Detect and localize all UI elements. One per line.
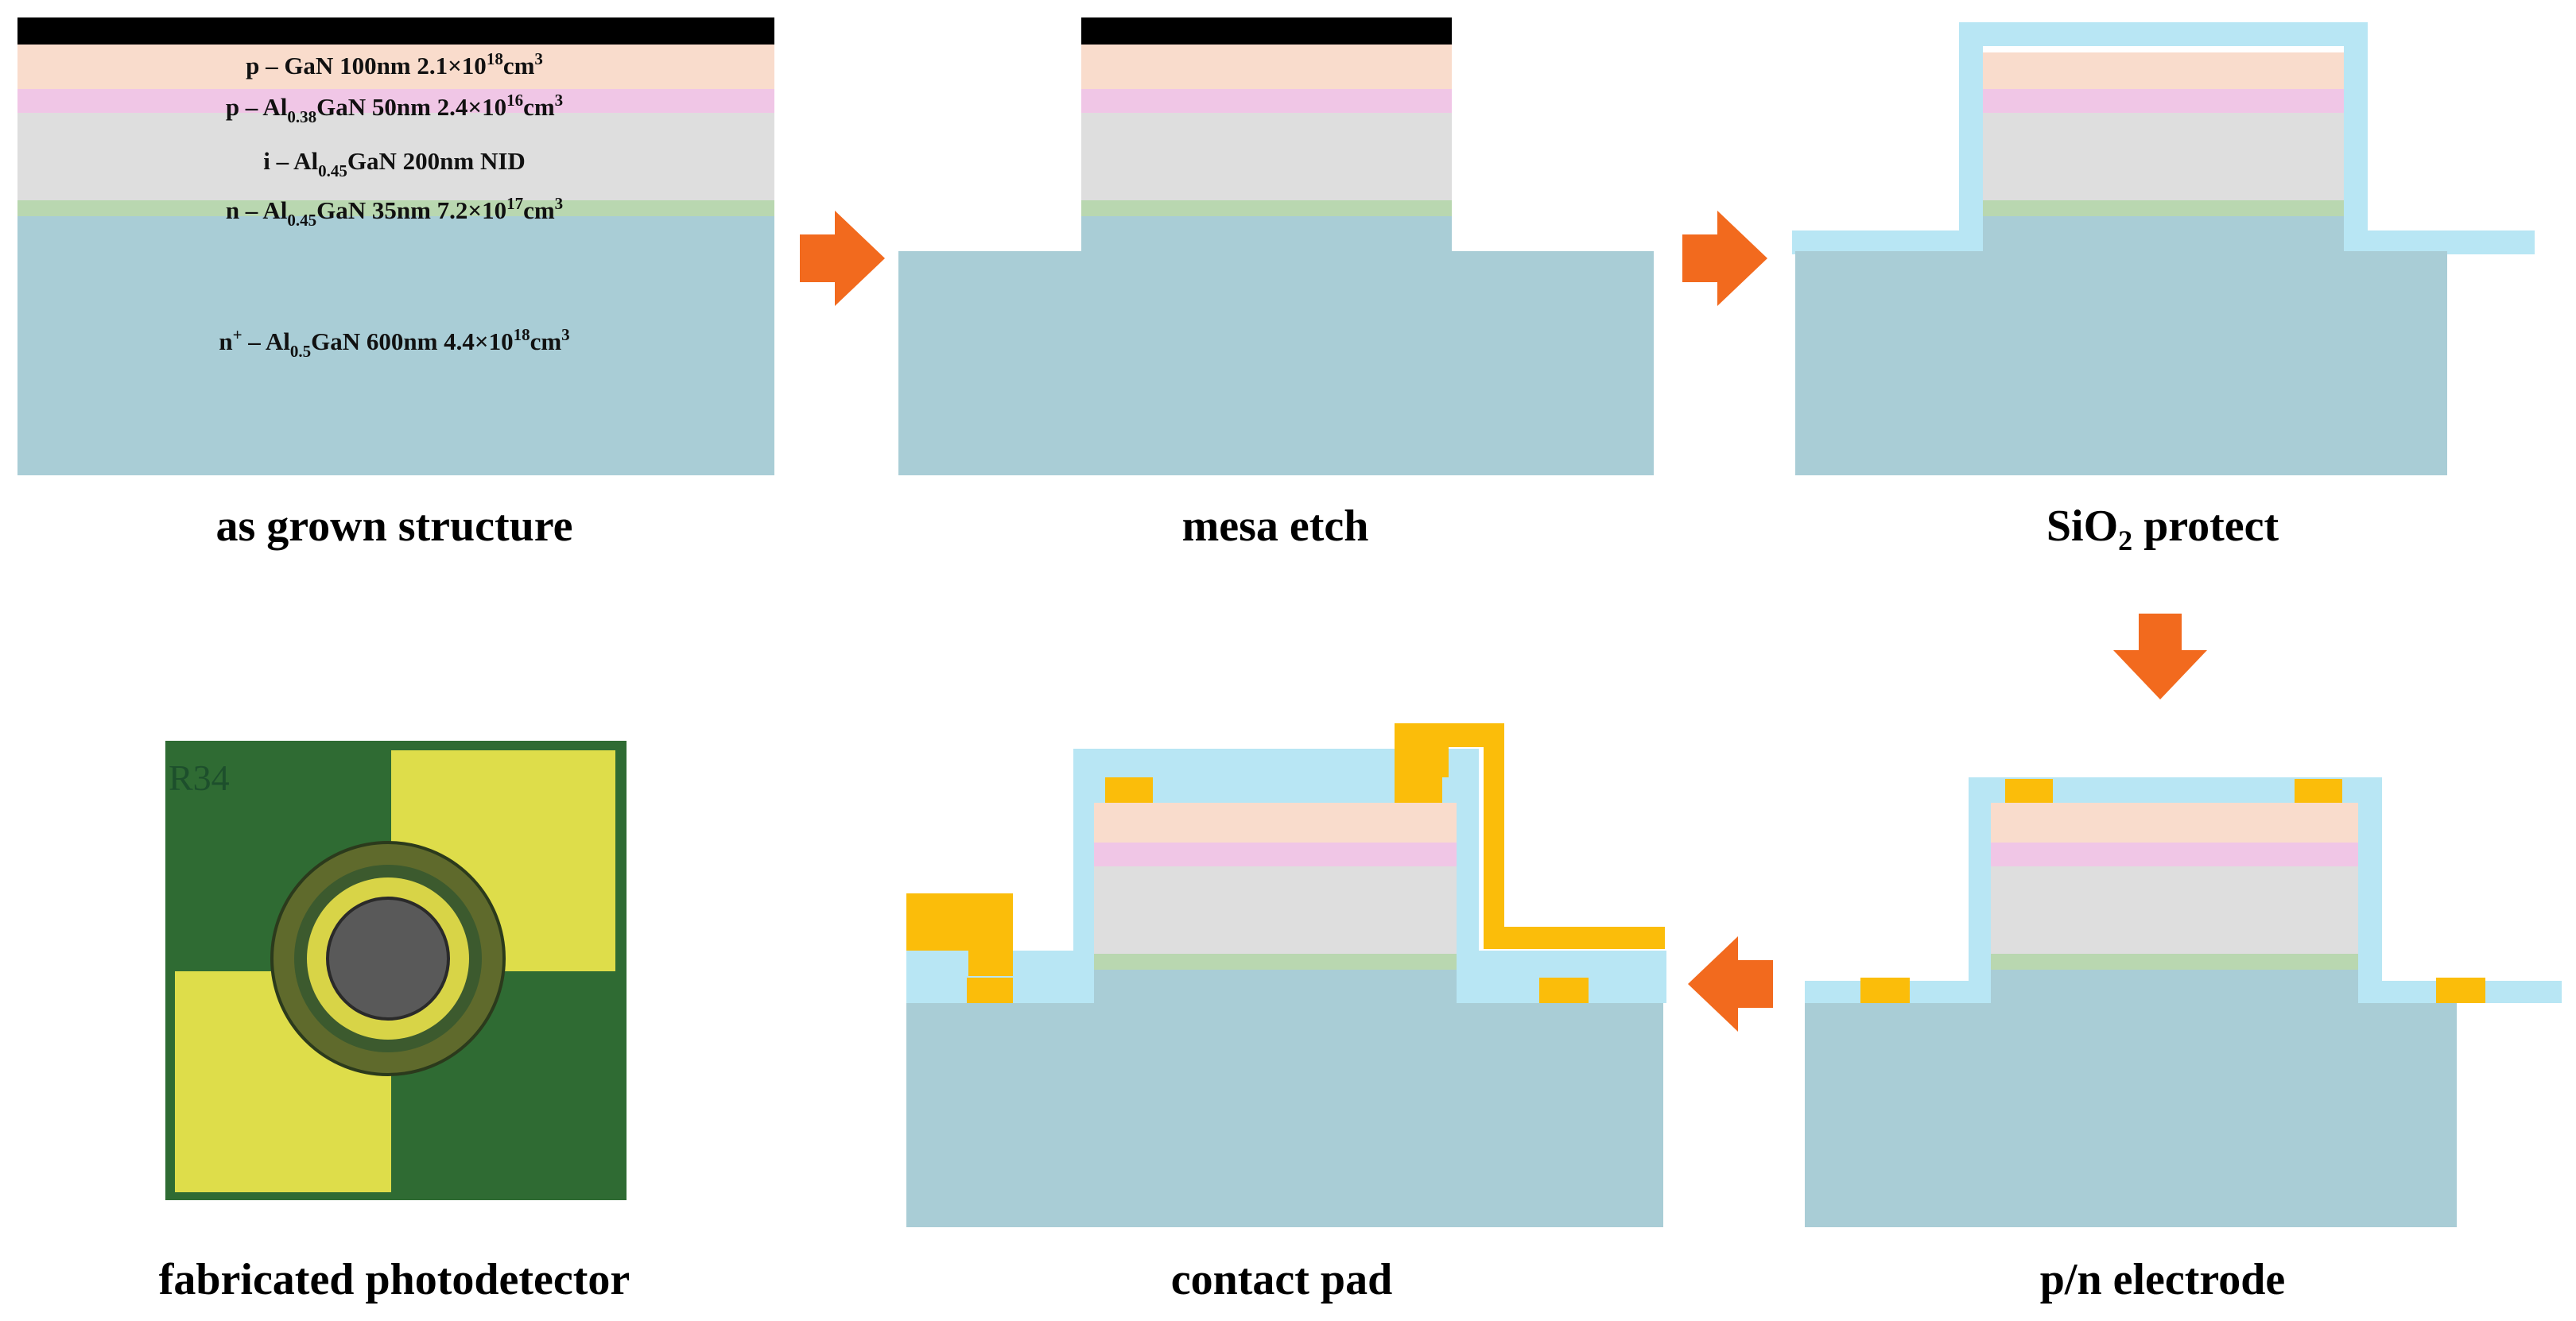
n-electrode [967, 978, 1013, 1003]
i-algan-layer [17, 113, 774, 200]
caption-pn-electrode: p/n electrode [2040, 1255, 2285, 1304]
mesa-n-plus-layer [1081, 216, 1452, 251]
p-electrode [1395, 777, 1442, 803]
p-gan-layer [17, 45, 774, 89]
chip-active-area-edge [326, 897, 450, 1021]
mesa-i-algan-layer [1991, 866, 2358, 954]
layer-label-n-plus-algan: n+ – Al0.5GaN 600nm 4.4×1018cm3 [219, 325, 569, 361]
caption-fabricated-photodetector: fabricated photodetector [159, 1255, 630, 1304]
top-contact-layer [17, 17, 774, 45]
sio2-layer [1805, 777, 2562, 1003]
layer-label-i-algan: i – Al0.45GaN 200nm NID [263, 147, 526, 180]
n-electrode [1860, 978, 1910, 1003]
chip-label: R34 [169, 757, 230, 798]
n-electrode [2436, 978, 2485, 1003]
n-algan-layer [17, 200, 774, 216]
n-electrode [1539, 978, 1589, 1003]
layer-label-n-algan: n – Al0.45GaN 35nm 7.2×1017cm3 [226, 194, 563, 230]
mesa-n-plus-layer [1094, 970, 1457, 1003]
sio2-layer [1792, 22, 2535, 254]
mesa-i-algan-layer [1094, 866, 1457, 954]
p-electrode [1105, 777, 1153, 803]
mesa-p-gan-layer [1991, 803, 2358, 843]
mesa-n-plus-layer [1983, 216, 2344, 254]
mesa-n-algan-layer [1991, 954, 2358, 970]
mesa-p-gan-layer [1983, 52, 2344, 89]
layer-label-p-algan: p – Al0.38GaN 50nm 2.4×1016cm3 [226, 91, 563, 126]
panel-pn-electrode: p/n electrode [1805, 777, 2562, 1304]
chip-outer-ring-edge [270, 841, 506, 1076]
panel-fabricated-photodetector: R34 fabricated photodetector [159, 741, 630, 1304]
mesa-p-algan-layer [1991, 843, 2358, 866]
mesa-p-gan-layer [1094, 803, 1457, 843]
panel-sio2-protect: SiO2 protect [1792, 22, 2535, 556]
panel-as-grown: p – GaN 100nm 2.1×1018cm3 p – Al0.38GaN … [17, 17, 774, 551]
mesa-p-algan-layer [1983, 89, 2344, 113]
mesa-n-algan-layer [1081, 200, 1452, 216]
sio2-layer [906, 749, 1666, 1003]
mesa-n-plus-layer [1991, 970, 2358, 1003]
arrow-down-icon [2113, 614, 2207, 699]
arrow-left-icon [1688, 936, 1773, 1032]
p-algan-layer [17, 89, 774, 113]
caption-sio2-protect: SiO2 protect [2046, 502, 2279, 556]
caption-as-grown: as grown structure [215, 502, 572, 551]
mesa-top-contact [1081, 17, 1452, 45]
arrow-right-icon [1682, 211, 1767, 306]
layer-label-p-gan: p – GaN 100nm 2.1×1018cm3 [246, 49, 543, 79]
arrow-right-icon [800, 211, 885, 306]
caption-mesa-etch: mesa etch [1182, 502, 1369, 551]
substrate [1805, 1003, 2457, 1227]
p-electrode [2295, 779, 2342, 803]
mesa-i-algan-layer [1983, 113, 2344, 200]
mesa-p-algan-layer [1081, 89, 1452, 113]
n-contact-pad [906, 893, 1013, 976]
substrate [1795, 251, 2447, 475]
chip-active-area [328, 898, 448, 1019]
caption-contact-pad: contact pad [1171, 1255, 1392, 1304]
panel-mesa-etch: mesa etch [898, 17, 1654, 551]
n-plus-algan-layer [17, 216, 774, 475]
mesa-i-algan-layer [1081, 113, 1452, 200]
substrate [898, 251, 1654, 475]
panel-contact-pad: contact pad [906, 723, 1666, 1304]
mesa-p-algan-layer [1094, 843, 1457, 866]
substrate [906, 1003, 1663, 1227]
mesa-n-algan-layer [1983, 200, 2344, 216]
mesa-n-algan-layer [1094, 954, 1457, 970]
p-contact-pad [1395, 723, 1665, 949]
mesa-p-gan-layer [1081, 45, 1452, 89]
p-electrode [2005, 779, 2053, 803]
